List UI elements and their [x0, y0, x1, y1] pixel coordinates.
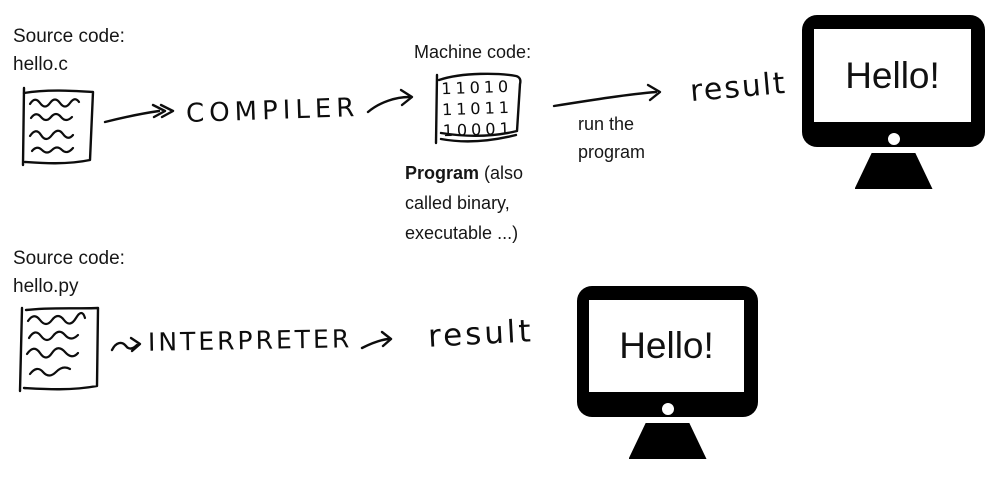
interpreter-monitor-power-icon: [661, 403, 674, 415]
arrow-compiler-to-machine-icon: [366, 88, 414, 114]
compiler-label: COMPILER: [185, 92, 360, 130]
compiler-monitor-power-icon: [887, 133, 900, 145]
arrow-interpreter-to-result-icon: [360, 330, 393, 350]
interpreter-monitor-icon: Hello!: [577, 286, 758, 459]
interpreter-source-label-line1: Source code:: [13, 248, 125, 269]
interpreter-label: INTERPRETER: [147, 324, 353, 357]
source-code-sketch-icon: [21, 86, 95, 167]
interpreter-result-label: result: [427, 313, 535, 355]
source-code-sketch-icon: [18, 306, 100, 393]
binary-line-3: 10001: [442, 118, 514, 141]
compiler-source-label-line1: Source code:: [13, 26, 125, 47]
binary-line-2: 11011: [441, 97, 514, 120]
interpreter-monitor-text: Hello!: [619, 325, 714, 366]
machine-code-binary: 11010 11011 10001: [441, 76, 514, 141]
compiler-source-label-line2: hello.c: [13, 54, 68, 75]
program-caption-line1-rest: (also: [479, 163, 524, 183]
arrow-source-to-interpreter-icon: [110, 336, 142, 353]
compiler-monitor-text: Hello!: [845, 54, 940, 96]
machine-code-sketch-icon: [434, 72, 522, 145]
program-caption-line2: called binary,: [405, 193, 510, 213]
interpreter-monitor-stand: [628, 423, 707, 459]
compiler-monitor-screen: Hello!: [814, 29, 971, 122]
program-caption: Program (also called binary, executable …: [405, 158, 523, 248]
interpreter-monitor-screen: Hello!: [589, 300, 744, 392]
compiler-monitor-stand: [854, 153, 933, 189]
interpreter-source-label-line2: hello.py: [13, 276, 79, 297]
machine-code-label: Machine code:: [414, 42, 532, 62]
arrow-source-to-compiler-icon: [103, 103, 175, 124]
run-program-label-line2: program: [578, 142, 646, 162]
arrow-run-program-icon: [552, 83, 662, 108]
binary-line-1: 11010: [440, 76, 513, 99]
compiler-result-label: result: [688, 65, 789, 110]
compiler-monitor-icon: Hello!: [802, 15, 985, 189]
program-caption-bold: Program: [405, 163, 480, 183]
program-caption-line1: Program (also: [405, 158, 523, 188]
program-caption-line3: executable ...): [405, 223, 519, 243]
run-program-label-line1: run the: [578, 114, 635, 134]
run-program-label: run the program: [578, 110, 645, 166]
